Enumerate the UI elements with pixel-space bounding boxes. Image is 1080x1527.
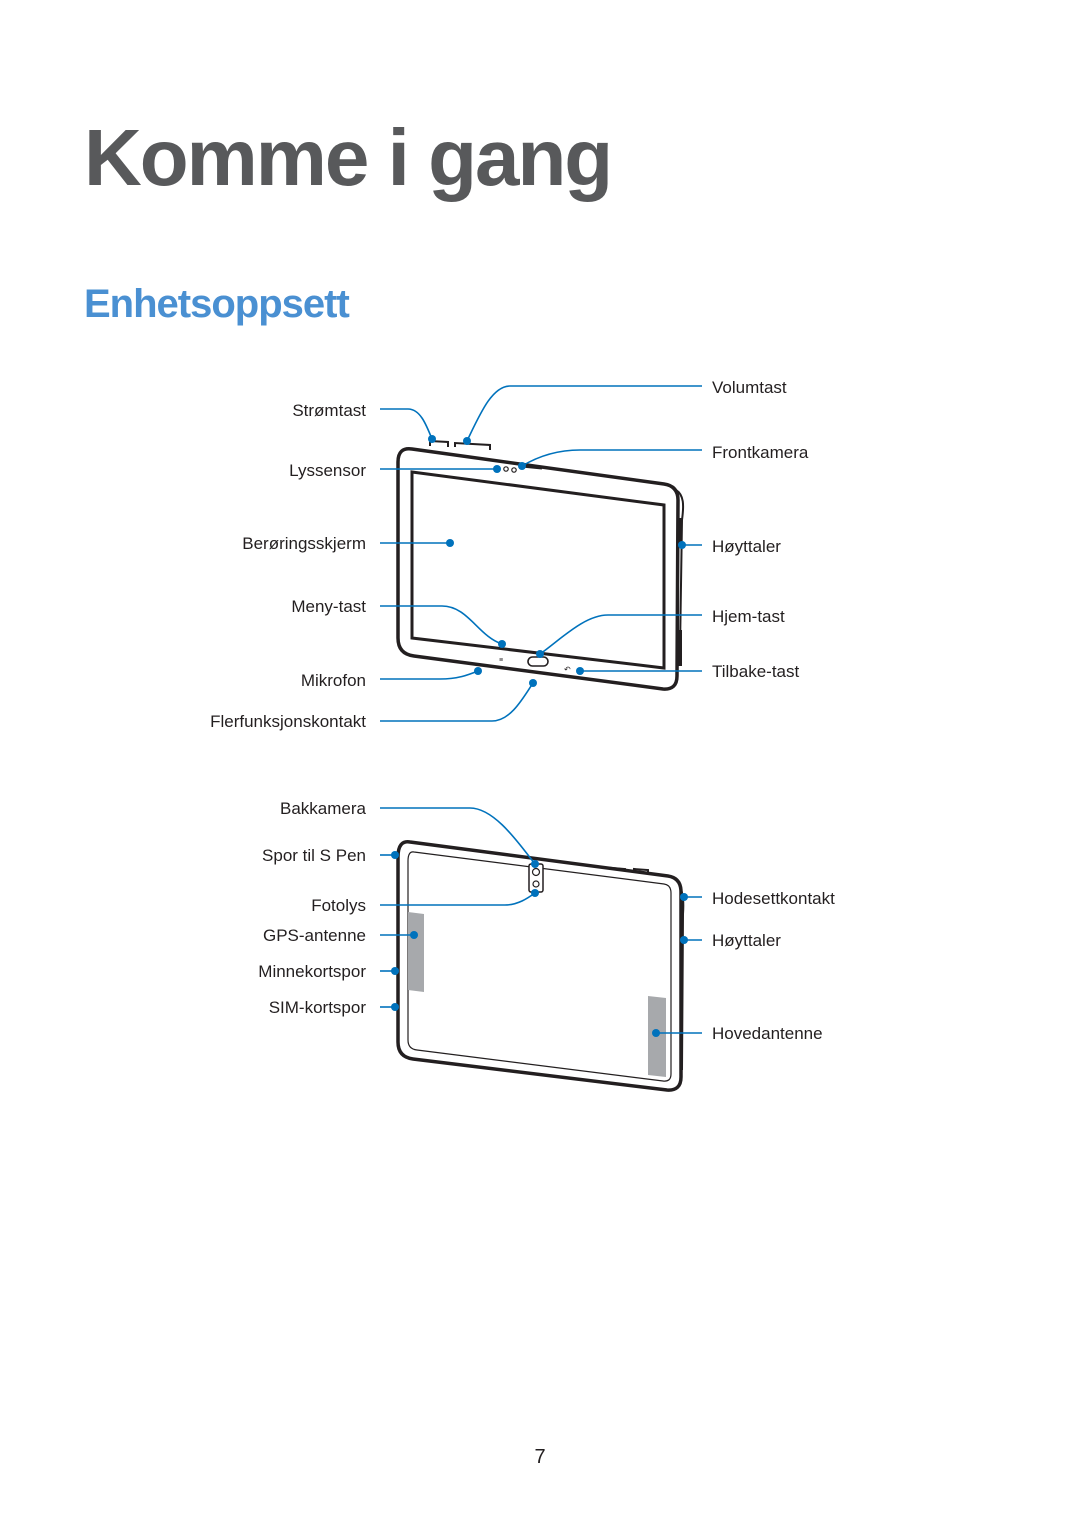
page-number: 7 bbox=[534, 1446, 546, 1468]
svg-text:≡: ≡ bbox=[499, 657, 503, 664]
front-left-leaders bbox=[380, 408, 537, 722]
power-button-shape bbox=[429, 439, 449, 447]
section-title: Enhetsoppsett bbox=[84, 282, 350, 326]
label-power-key: Strømtast bbox=[292, 401, 366, 420]
svg-text:↶: ↶ bbox=[564, 665, 571, 674]
back-body-outline bbox=[396, 840, 683, 1092]
front-tablet-illustration: ≡ ↶ bbox=[396, 439, 685, 691]
side-slot bbox=[677, 630, 682, 666]
gps-antenna-panel bbox=[408, 912, 424, 992]
label-back-key: Tilbake-tast bbox=[712, 662, 800, 681]
label-light-sensor: Lyssensor bbox=[289, 461, 366, 480]
label-menu-key: Meny-tast bbox=[291, 597, 366, 616]
label-gps-antenna: GPS-antenne bbox=[263, 926, 366, 945]
label-rear-camera: Bakkamera bbox=[280, 799, 367, 818]
label-touch-screen: Berøringsskjerm bbox=[242, 534, 366, 553]
label-volume-key: Volumtast bbox=[712, 378, 787, 397]
label-memory-card-slot: Minnekortspor bbox=[258, 962, 366, 981]
label-sim-card-slot: SIM-kortspor bbox=[269, 998, 367, 1017]
label-speaker-back: Høyttaler bbox=[712, 931, 781, 950]
label-front-camera: Frontkamera bbox=[712, 443, 809, 462]
chapter-title: Komme i gang bbox=[84, 113, 613, 202]
back-right-leaders bbox=[652, 893, 702, 1037]
label-headset-jack: Hodesettkontakt bbox=[712, 889, 835, 908]
label-microphone: Mikrofon bbox=[301, 671, 366, 690]
label-home-key: Hjem-tast bbox=[712, 607, 785, 626]
volume-button-shape bbox=[454, 441, 491, 450]
label-speaker-front: Høyttaler bbox=[712, 537, 781, 556]
label-flash: Fotolys bbox=[311, 896, 366, 915]
label-multipurpose-jack: Flerfunksjonskontakt bbox=[210, 712, 366, 731]
back-left-leaders bbox=[380, 807, 539, 1011]
label-s-pen-slot: Spor til S Pen bbox=[262, 846, 366, 865]
back-tablet-illustration bbox=[396, 840, 685, 1092]
label-main-antenna: Hovedantenne bbox=[712, 1024, 823, 1043]
front-right-leaders bbox=[463, 385, 702, 675]
touch-screen-shape bbox=[410, 470, 666, 670]
